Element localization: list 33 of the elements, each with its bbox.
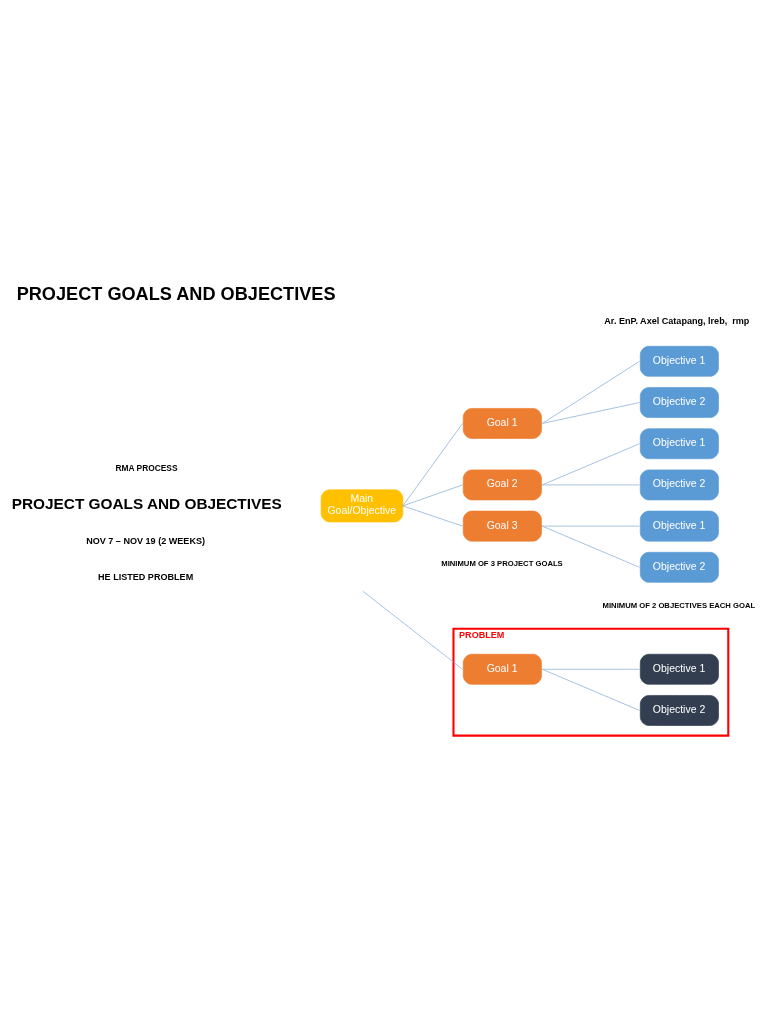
label: MINIMUM OF 2 OBJECTIVES EACH GOAL xyxy=(602,600,756,610)
node-box: Objective 1 xyxy=(639,510,719,541)
node-box: Objective 1 xyxy=(639,653,719,685)
connector xyxy=(362,590,463,670)
label: NOV 7 – NOV 19 (2 WEEKS) xyxy=(86,535,206,546)
label: Ar. EnP. Axel Catapang, lreb, rmp xyxy=(604,315,750,326)
node-box: Objective 1 xyxy=(639,427,719,459)
node-box: Goal 3 xyxy=(462,510,542,541)
connector xyxy=(402,505,463,526)
label: PROJECT GOALS AND OBJECTIVES xyxy=(11,494,282,512)
connector xyxy=(402,422,463,506)
node-box: Objective 2 xyxy=(639,551,719,583)
connector xyxy=(541,525,640,568)
connector xyxy=(541,442,640,485)
label: MINIMUM OF 3 PROJECT GOALS xyxy=(441,558,563,568)
node-box: Goal 1 xyxy=(462,653,542,685)
connector xyxy=(541,525,640,526)
node-box: Goal 1 xyxy=(462,407,542,439)
node-box: Objective 1 xyxy=(639,345,719,377)
label: HE LISTED PROBLEM xyxy=(98,571,194,582)
node-box: Objective 2 xyxy=(639,694,719,726)
node-box: Goal 2 xyxy=(462,469,542,500)
connector xyxy=(541,401,640,424)
connector xyxy=(541,360,640,424)
connector xyxy=(541,668,640,670)
diagram-title: PROJECT GOALS AND OBJECTIVES xyxy=(16,283,336,304)
node-box: Objective 2 xyxy=(639,386,719,418)
connector xyxy=(541,484,640,485)
node-box: Objective 2 xyxy=(639,469,719,500)
node-box: Main Goal/Objective xyxy=(320,488,404,522)
connector xyxy=(402,484,463,506)
connector xyxy=(541,668,640,711)
label: RMA PROCESS xyxy=(115,462,178,473)
